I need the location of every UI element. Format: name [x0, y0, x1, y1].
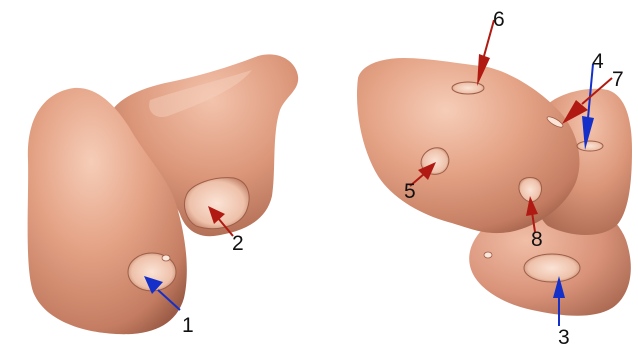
- marker-7-label: 7: [612, 68, 624, 91]
- left-model: [28, 54, 299, 334]
- marker-1-label: 1: [182, 314, 194, 337]
- marker-5-label: 5: [404, 180, 416, 203]
- marker-6-label: 6: [493, 8, 505, 31]
- marker-4-label: 4: [592, 50, 604, 73]
- right-model-hole-bottom: [524, 254, 580, 282]
- left-model-notch: [162, 255, 170, 261]
- marker-8-label: 8: [531, 228, 543, 251]
- right-model-hole-top: [452, 82, 484, 94]
- right-model-hole-right: [577, 141, 603, 151]
- marker-3-label: 3: [558, 326, 570, 347]
- right-model-notch: [484, 252, 492, 258]
- marker-2-label: 2: [232, 232, 244, 255]
